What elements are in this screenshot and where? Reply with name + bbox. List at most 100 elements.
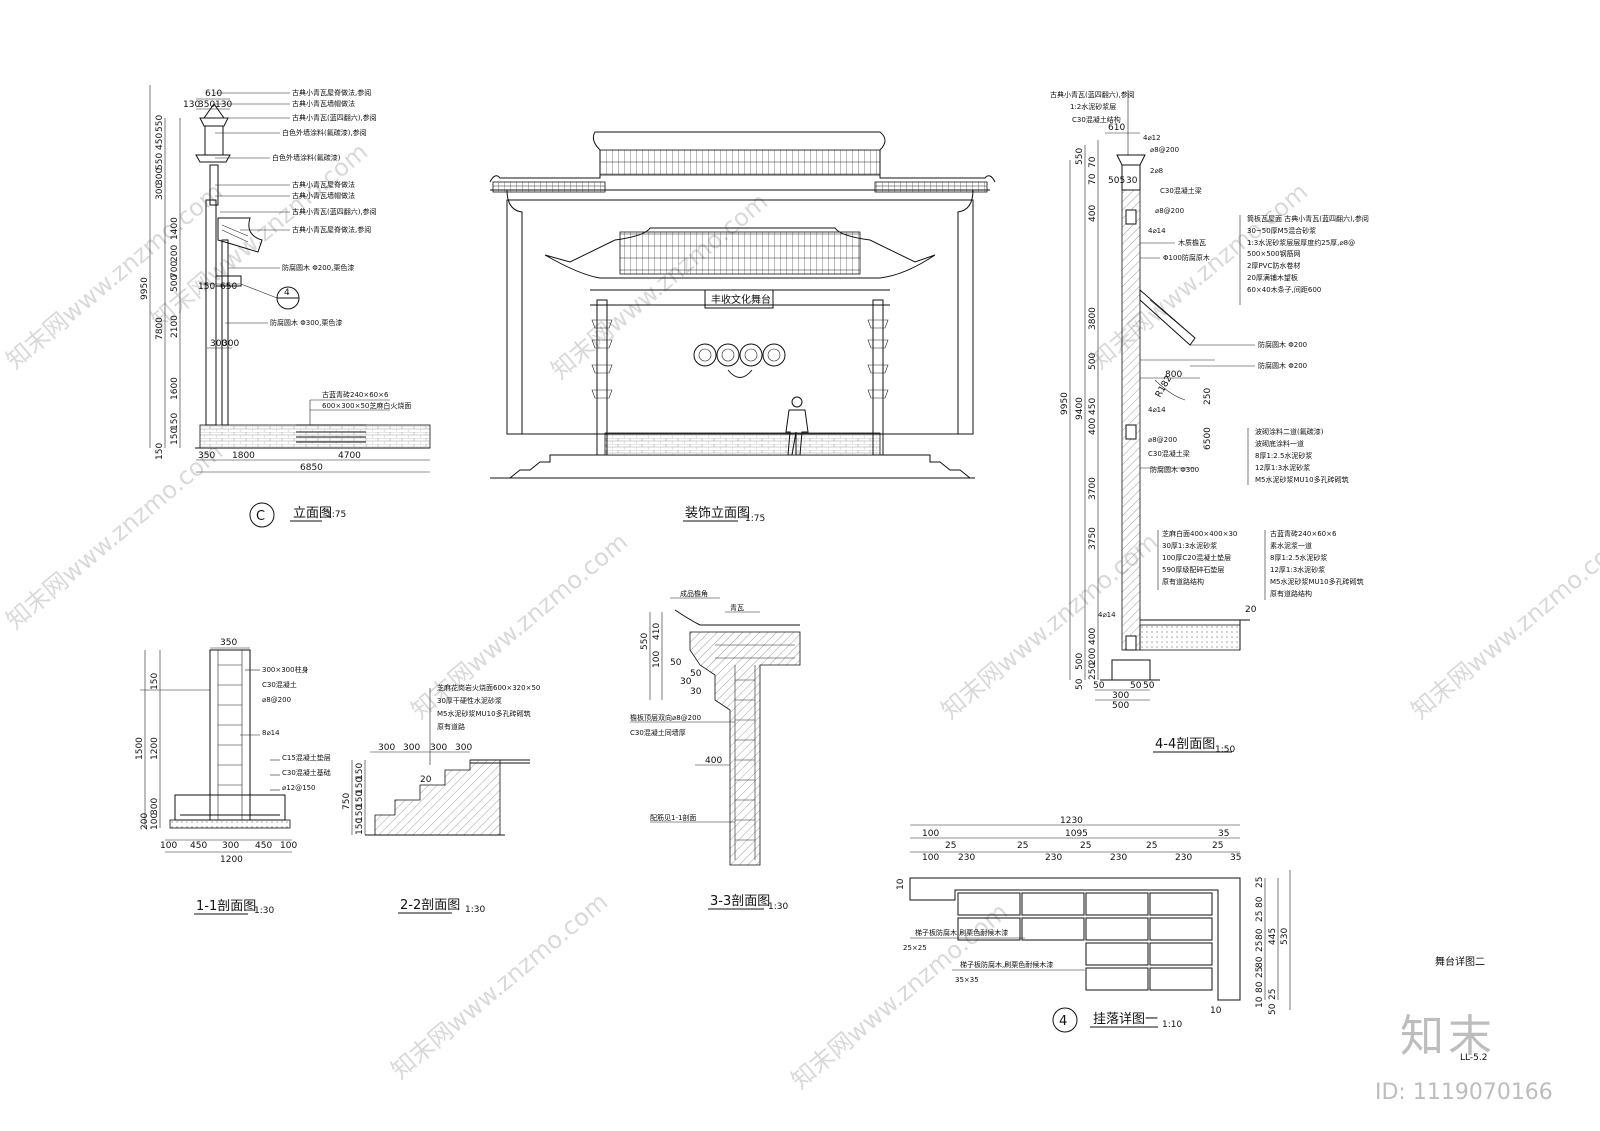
svg-text:500: 500 xyxy=(1112,701,1129,711)
svg-text:2100: 2100 xyxy=(170,315,180,338)
svg-text:300: 300 xyxy=(155,183,165,200)
svg-text:100: 100 xyxy=(922,853,939,863)
svg-text:3700: 3700 xyxy=(1088,477,1098,500)
svg-text:410: 410 xyxy=(652,623,662,640)
svg-text:100: 100 xyxy=(922,829,939,839)
svg-text:150: 150 xyxy=(355,805,365,822)
svg-text:8厚1:2.5水泥砂浆: 8厚1:2.5水泥砂浆 xyxy=(1255,451,1312,460)
svg-text:450: 450 xyxy=(255,841,272,851)
svg-text:650: 650 xyxy=(220,282,237,292)
svg-text:150: 150 xyxy=(198,282,215,292)
stage-sign-text: 丰收文化舞台 xyxy=(711,293,771,306)
svg-text:25: 25 xyxy=(1080,841,1091,851)
svg-text:⌀8@200: ⌀8@200 xyxy=(1150,146,1179,154)
sheet-labels: 舞台详图二 LL-5.2 xyxy=(1435,955,1487,1063)
svg-text:300: 300 xyxy=(210,339,227,349)
svg-text:230: 230 xyxy=(1110,853,1127,863)
section-1-1-dims: 350 150 1200 1500 300 100 200 100 450 30… xyxy=(135,638,297,865)
dim-text: 610 xyxy=(205,89,222,99)
section-3-3-notes: 成品檐角 青瓦 檐板顶层双向⌀8@200 C30混凝土同墙厚 配筋见1-1剖面 xyxy=(630,589,760,823)
left-dims: 550 450 550 300 300 9950 7800 1400 700 2… xyxy=(140,115,180,460)
drawing-title: 1-1剖面图 xyxy=(196,899,256,914)
section-4-4-dims: 610 550 70 70 400 3800 500 450 400 3700 … xyxy=(1060,123,1257,711)
svg-text:500: 500 xyxy=(1075,653,1085,670)
medallions xyxy=(693,343,786,378)
svg-text:150: 150 xyxy=(170,413,180,430)
svg-text:4700: 4700 xyxy=(338,451,361,461)
svg-text:防腐圆木 Φ300: 防腐圆木 Φ300 xyxy=(1150,465,1199,474)
hanging-detail-notes: 梯子板防腐木,刷栗色耐候木漆 25×25 梯子板防腐木,刷栗色耐候木漆 35×3… xyxy=(903,928,1085,984)
svg-text:梯子板防腐木,刷栗色耐候木漆: 梯子板防腐木,刷栗色耐候木漆 xyxy=(915,928,1008,937)
svg-text:3800: 3800 xyxy=(1088,307,1098,330)
watermark: 知末网www.znzmo.com xyxy=(386,888,613,1085)
svg-text:35: 35 xyxy=(1230,853,1241,863)
svg-text:750: 750 xyxy=(342,793,352,810)
svg-text:590厚级配碎石垫层: 590厚级配碎石垫层 xyxy=(1162,565,1224,574)
svg-text:25: 25 xyxy=(1255,941,1265,952)
svg-text:防腐圆木 Φ200: 防腐圆木 Φ200 xyxy=(1258,340,1307,349)
svg-text:⌀8@200: ⌀8@200 xyxy=(1155,207,1184,215)
svg-text:⌀8@200: ⌀8@200 xyxy=(262,696,291,704)
svg-text:200: 200 xyxy=(1088,648,1098,665)
svg-text:30: 30 xyxy=(680,677,692,687)
svg-text:300: 300 xyxy=(222,841,239,851)
section-3-3-rebar xyxy=(715,644,795,860)
svg-text:610: 610 xyxy=(1108,123,1125,133)
column-ornaments xyxy=(591,319,889,399)
svg-text:C30混凝土: C30混凝土 xyxy=(262,680,297,689)
svg-text:70: 70 xyxy=(1088,173,1098,185)
svg-text:450: 450 xyxy=(1088,398,1098,415)
section-4-4: 610 550 70 70 400 3800 500 450 400 3700 … xyxy=(1050,90,1369,755)
svg-text:50: 50 xyxy=(1268,1003,1278,1015)
svg-text:古典小青瓦(蓝四翻六),参阅: 古典小青瓦(蓝四翻六),参阅 xyxy=(1050,90,1135,99)
drawing-title: 立面图 xyxy=(293,506,332,521)
svg-text:筒板瓦屋面 古典小青瓦(蓝四翻六),参阅: 筒板瓦屋面 古典小青瓦(蓝四翻六),参阅 xyxy=(1247,214,1369,223)
svg-text:7800: 7800 xyxy=(155,317,165,340)
svg-text:80: 80 xyxy=(1255,928,1265,940)
svg-text:9950: 9950 xyxy=(140,277,150,300)
svg-text:60×40木条子,间距600: 60×40木条子,间距600 xyxy=(1247,285,1321,294)
svg-text:100: 100 xyxy=(150,813,160,830)
svg-text:4⌀14: 4⌀14 xyxy=(1098,611,1116,619)
svg-text:300: 300 xyxy=(378,743,395,753)
section-2-2-dims: 300 300 300 300 750 150 150 150 150 150 … xyxy=(342,743,472,835)
svg-text:25: 25 xyxy=(1255,877,1265,888)
svg-text:古典小青瓦屋脊做法,参阅: 古典小青瓦屋脊做法,参阅 xyxy=(292,88,371,97)
svg-text:C15混凝土垫层: C15混凝土垫层 xyxy=(282,753,331,762)
watermark: 知末网www.znzmo.com xyxy=(786,898,1013,1095)
dim-text: 350 xyxy=(198,100,215,110)
section-3-3-dims: 550 410 100 50 50 30 30 400 xyxy=(640,623,730,766)
section-4-4-notes-top: 古典小青瓦(蓝四翻六),参阅 1:2水泥砂浆层 C30混凝土结构 xyxy=(1050,90,1135,155)
svg-text:30~50厚M5混合砂浆: 30~50厚M5混合砂浆 xyxy=(1247,226,1316,235)
svg-text:400: 400 xyxy=(1088,205,1098,222)
svg-text:M5水泥砂浆MU10多孔砖砌筑: M5水泥砂浆MU10多孔砖砌筑 xyxy=(1270,577,1364,586)
svg-text:30: 30 xyxy=(1126,176,1138,186)
svg-text:25: 25 xyxy=(945,841,956,851)
svg-text:1:3水泥砂浆层层厚度约25厚,⌀8@: 1:3水泥砂浆层层厚度约25厚,⌀8@ xyxy=(1247,238,1355,247)
svg-text:200: 200 xyxy=(140,813,150,830)
svg-text:150: 150 xyxy=(355,791,365,808)
svg-text:4⌀14: 4⌀14 xyxy=(1148,227,1166,235)
svg-text:300: 300 xyxy=(150,798,160,815)
svg-text:150: 150 xyxy=(355,777,365,794)
svg-text:8厚1:2.5水泥砂浆: 8厚1:2.5水泥砂浆 xyxy=(1270,553,1327,562)
svg-text:1200: 1200 xyxy=(150,737,160,760)
drawing-scale: 1:30 xyxy=(768,902,788,912)
svg-text:20: 20 xyxy=(420,775,432,785)
svg-text:C30混凝土结构: C30混凝土结构 xyxy=(1072,115,1121,124)
watermark: 知末网www.znzmo.com xyxy=(1406,528,1600,725)
watermark: 知末网www.znzmo.com xyxy=(406,528,633,725)
svg-text:成品檐角: 成品檐角 xyxy=(680,589,708,598)
svg-text:25: 25 xyxy=(1255,967,1265,978)
svg-text:配筋见1-1剖面: 配筋见1-1剖面 xyxy=(650,813,696,822)
svg-text:50: 50 xyxy=(1143,681,1155,691)
svg-text:30厚干硬性水泥砂浆: 30厚干硬性水泥砂浆 xyxy=(437,696,502,705)
svg-text:C30混凝土梁: C30混凝土梁 xyxy=(1160,186,1202,195)
svg-text:300: 300 xyxy=(222,339,239,349)
svg-text:8⌀14: 8⌀14 xyxy=(262,729,280,737)
title-circle-number: 4 xyxy=(1059,1014,1067,1029)
svg-text:400: 400 xyxy=(1088,628,1098,645)
svg-text:100: 100 xyxy=(160,841,177,851)
svg-text:波砌底涂料一道: 波砌底涂料一道 xyxy=(1255,439,1304,448)
svg-text:原有道路结构: 原有道路结构 xyxy=(1162,577,1204,586)
